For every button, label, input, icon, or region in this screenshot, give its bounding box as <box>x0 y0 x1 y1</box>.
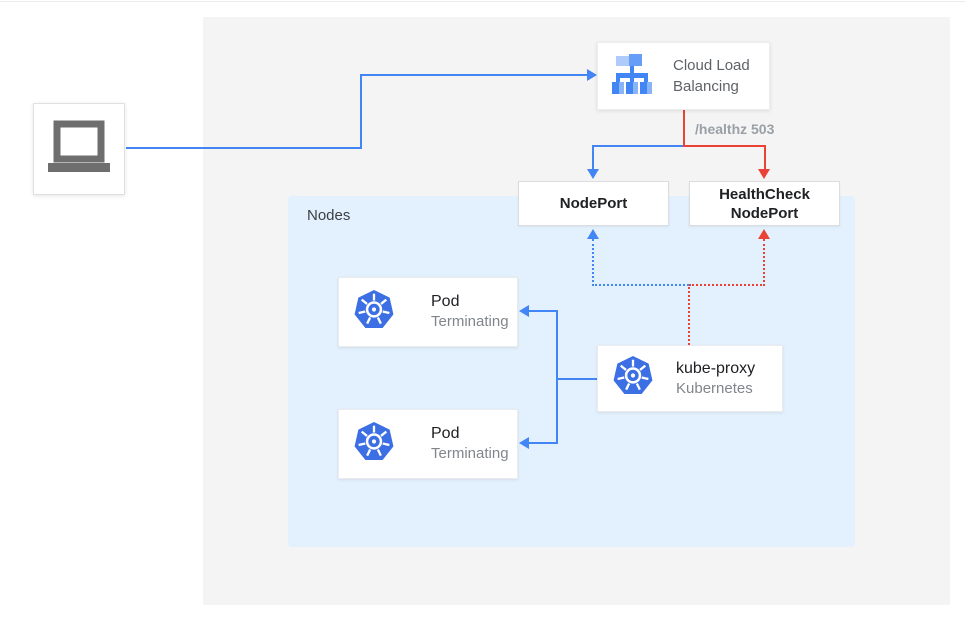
kubernetes-icon <box>339 421 395 468</box>
dotted-kube-proxy-up <box>688 284 690 345</box>
pod-node-1: Pod Terminating <box>338 277 518 347</box>
healthcheck-nodeport-label-line2: NodePort <box>730 204 799 222</box>
kubernetes-icon <box>598 355 654 402</box>
cloud-load-balancing-label: Cloud Load Balancing <box>673 57 750 95</box>
arrowhead-into-pod2 <box>519 437 529 449</box>
dotted-blue-h <box>592 284 689 286</box>
pod-status: Terminating <box>431 313 509 330</box>
nodes-panel-label: Nodes <box>307 207 351 224</box>
healthz-status-label: /healthz 503 <box>695 121 775 137</box>
top-divider <box>0 1 965 2</box>
connector-branch-red-v <box>764 145 766 171</box>
dotted-red-v <box>763 239 765 286</box>
healthcheck-nodeport-label-line1: HealthCheck <box>719 185 810 203</box>
connector-pod1-h <box>528 310 558 312</box>
pod-node-2: Pod Terminating <box>338 409 518 479</box>
arrowhead-dotted-into-nodeport <box>587 229 599 239</box>
pod-title: Pod <box>431 293 460 310</box>
arrowhead-into-healthcheck-nodeport <box>758 169 770 179</box>
connector-kube-proxy-left <box>556 378 598 380</box>
arrowhead-into-pod1 <box>519 305 529 317</box>
connector-branch-blue-h <box>592 145 685 147</box>
kube-proxy-subtitle: Kubernetes <box>676 379 753 397</box>
connector-client-to-clb-v <box>360 74 362 149</box>
pod-status: Terminating <box>431 445 509 462</box>
pod-title: Pod <box>431 425 460 442</box>
nodeport-node: NodePort <box>518 181 669 226</box>
arrowhead-into-clb <box>587 69 597 81</box>
laptop-icon <box>47 120 111 179</box>
cloud-load-balancing-icon <box>598 53 655 100</box>
connector-branch-blue-v <box>592 145 594 171</box>
kube-proxy-node: kube-proxy Kubernetes <box>597 345 783 412</box>
arrowhead-into-nodeport <box>587 169 599 179</box>
connector-clb-down-red <box>683 110 685 147</box>
connector-pods-v <box>556 310 558 444</box>
healthcheck-nodeport-node: HealthCheck NodePort <box>689 181 840 226</box>
cloud-load-balancing-node: Cloud Load Balancing <box>597 42 770 110</box>
connector-branch-red-h <box>683 145 766 147</box>
arrowhead-dotted-into-healthcheck-nodeport <box>758 229 770 239</box>
connector-pod2-h <box>528 442 558 444</box>
nodeport-label: NodePort <box>559 195 628 212</box>
kubernetes-icon <box>339 289 395 336</box>
client-node <box>33 103 125 195</box>
connector-client-to-clb-h1 <box>126 147 362 149</box>
dotted-blue-v <box>592 239 594 286</box>
connector-client-to-clb-h2 <box>360 74 588 76</box>
dotted-red-h <box>689 284 765 286</box>
kube-proxy-title: kube-proxy <box>676 359 756 377</box>
